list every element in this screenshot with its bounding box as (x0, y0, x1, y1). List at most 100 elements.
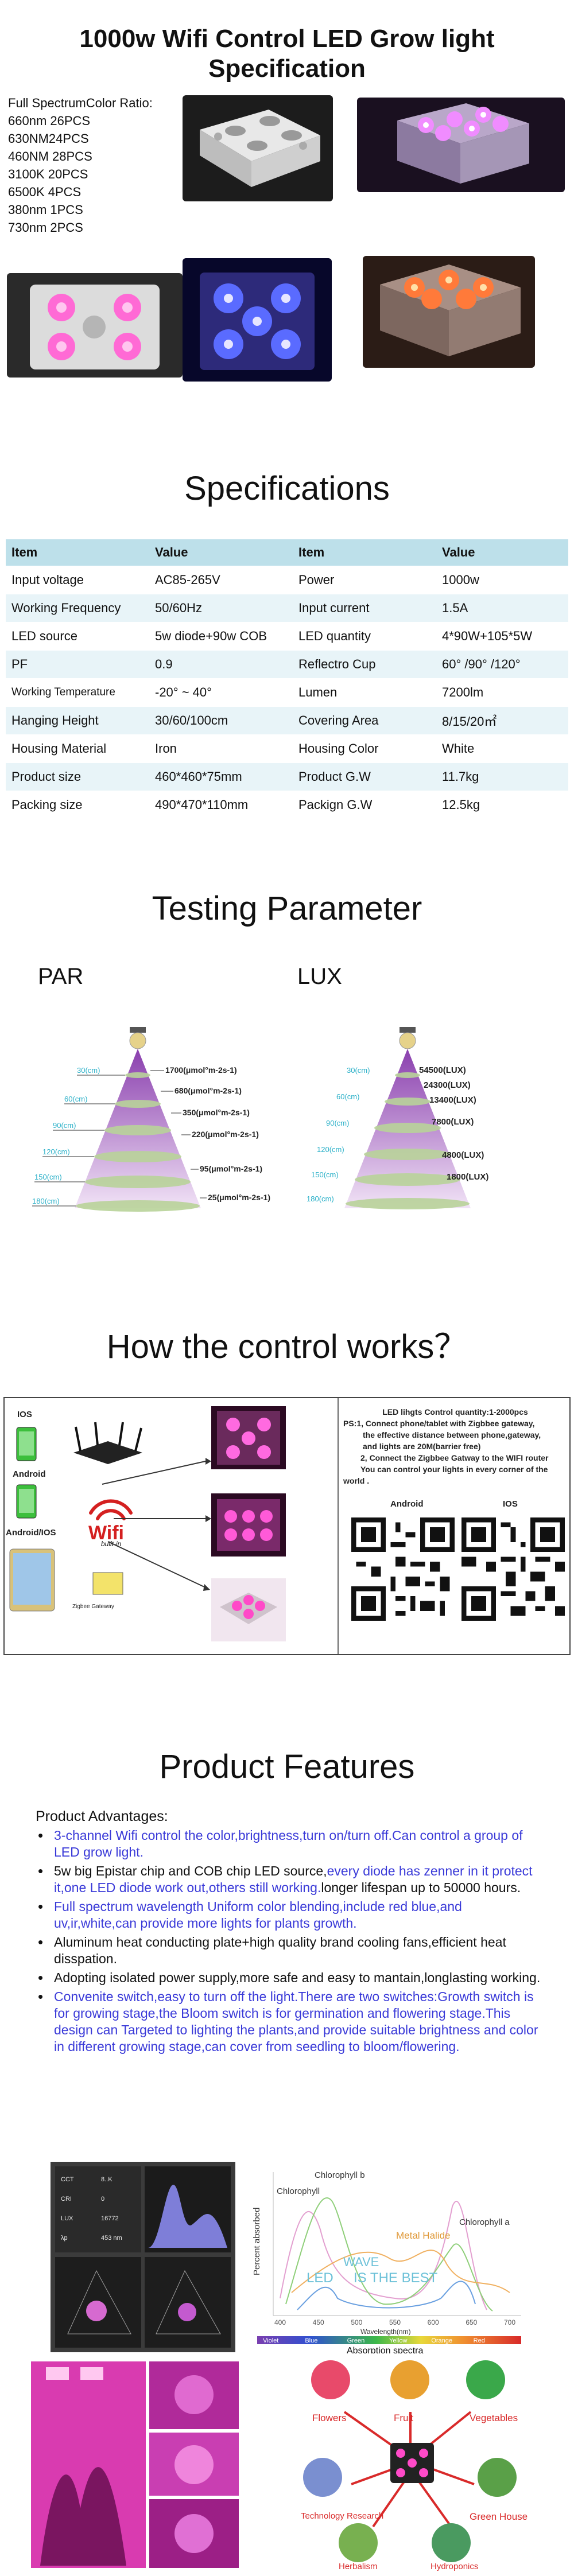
band-label: Green (347, 2337, 365, 2344)
lux-height-label: 120(cm) (317, 1145, 344, 1154)
table-cell: 11.7kg (436, 762, 568, 791)
table-cell: Packign G.W (293, 791, 436, 819)
par-height-label: 120(cm) (42, 1147, 70, 1156)
application-image (390, 2360, 429, 2399)
product-photo-off (183, 95, 333, 201)
application-image (339, 2523, 378, 2562)
title-line-2: Specification (208, 55, 366, 83)
table-cell: LED source (6, 622, 149, 651)
x-tick-label: 500 (351, 2318, 362, 2326)
led-label: LED (307, 2270, 333, 2286)
app-label: Fruit (394, 2412, 413, 2423)
app-label: Herbalism (339, 2562, 378, 2571)
par-label: PAR (38, 964, 84, 989)
control-info-line: PS:1, Connect phone/tablet with Zigbbee … (343, 1419, 535, 1428)
x-tick-label: 650 (466, 2318, 477, 2326)
android-label: Android (13, 1469, 46, 1479)
is-the-best-label: IS THE BEST (354, 2270, 438, 2286)
page-title: 1000w Wifi Control LED Grow light Specif… (0, 0, 574, 84)
lux-value: 13400(LUX) (429, 1095, 476, 1105)
control-info-line: the effective distance between phone,gat… (363, 1430, 541, 1439)
lux-value: 54500(LUX) (419, 1065, 466, 1075)
table-cell: AC85-265V (149, 566, 293, 594)
table-cell: 50/60Hz (149, 594, 293, 622)
x-axis-label: Wavelength(nm) (360, 2328, 411, 2336)
application-image (466, 2360, 505, 2399)
light-panel-icon (211, 1406, 286, 1469)
specifications-title: Specifications (184, 470, 390, 507)
par-height-label: 30(cm) (77, 1066, 100, 1075)
table-cell: Product size (6, 762, 149, 791)
lux-height-label: 180(cm) (307, 1194, 334, 1203)
qr-code-android[interactable] (351, 1517, 455, 1621)
application-image (311, 2360, 350, 2399)
connection-arrows (102, 1458, 211, 1591)
column-header: Value (436, 539, 568, 566)
x-tick-label: 550 (389, 2318, 401, 2326)
qr-android-label: Android (390, 1499, 424, 1509)
screen-row-label: LUX (61, 2215, 73, 2222)
band-label: Red (474, 2337, 485, 2344)
table-cell: 0.9 (149, 650, 293, 679)
feature-item: Convenite switch,easy to turn off the li… (36, 1989, 546, 2055)
band-label: Orange (431, 2337, 452, 2344)
feature-text: Convenite switch,easy to turn off the li… (54, 1989, 538, 2054)
column-header: Item (6, 539, 149, 566)
screen-row-value: 8..K (101, 2176, 113, 2183)
table-cell: Lumen (293, 678, 436, 707)
table-cell: 7200lm (436, 678, 568, 707)
lux-value: 7800(LUX) (432, 1117, 474, 1127)
x-tick-label: 400 (274, 2318, 286, 2326)
table-cell: Product G.W (293, 762, 436, 791)
feature-item: 3-channel Wifi control the color,brightn… (36, 1827, 546, 1861)
control-info-title: LED lihgts Control quantity:1-2000pcs (382, 1407, 528, 1417)
band-label: Blue (305, 2337, 317, 2344)
x-tick-label: 700 (504, 2318, 515, 2326)
table-cell: 30/60/100cm (149, 706, 293, 735)
band-label: Violet (263, 2337, 278, 2344)
par-value: 350(μmol°m-2s-1) (183, 1108, 250, 1117)
feature-item: Aluminum heat conducting plate+high qual… (36, 1934, 546, 1967)
table-cell: Reflectro Cup (293, 650, 436, 679)
table-cell: 460*460*75mm (149, 762, 293, 791)
table-cell: Packing size (6, 791, 149, 819)
x-tick-label: 450 (313, 2318, 324, 2326)
column-header: Value (149, 539, 293, 566)
application-image (478, 2458, 517, 2497)
table-cell: Power (293, 566, 436, 594)
spectrum-caption: Absorption spectra (347, 2346, 424, 2353)
screen-row-value: 16772 (101, 2215, 119, 2222)
testing-title: Testing Parameter (152, 890, 422, 927)
phone-icon (16, 1484, 37, 1519)
page-header: 1000w Wifi Control LED Grow light Specif… (0, 0, 574, 92)
par-value: 1700(μmol°m-2s-1) (165, 1065, 237, 1075)
table-cell: LED quantity (293, 622, 436, 651)
chlorophyll-a-label: Chlorophyll a (459, 2217, 510, 2227)
gateway-label: Zigbee Gateway (72, 1604, 114, 1610)
product-photo-red (363, 256, 535, 368)
lux-label: LUX (297, 964, 342, 989)
metal-halide-label: Metal Halide (396, 2230, 451, 2241)
ratio-item: 3100K 20PCS (8, 167, 88, 181)
qr-code-ios[interactable] (461, 1517, 565, 1621)
feature-item: Adopting isolated power supply,more safe… (36, 1970, 546, 1986)
table-cell: PF (6, 650, 149, 679)
table-cell: Covering Area (293, 706, 436, 735)
app-label: Technology Research (301, 2511, 383, 2521)
application-image (432, 2523, 471, 2562)
table-cell: White (436, 734, 568, 763)
table-cell: 490*470*110mm (149, 791, 293, 819)
table-cell: Iron (149, 734, 293, 763)
feature-item: 5w big Epistar chip and COB chip LED sou… (36, 1863, 546, 1896)
spec-header-row: Item Value Item Value (6, 539, 568, 566)
ratio-item: 6500K 4PCS (8, 185, 82, 199)
control-info-line: world . (343, 1476, 370, 1485)
par-value: 95(μmol°m-2s-1) (200, 1164, 262, 1173)
